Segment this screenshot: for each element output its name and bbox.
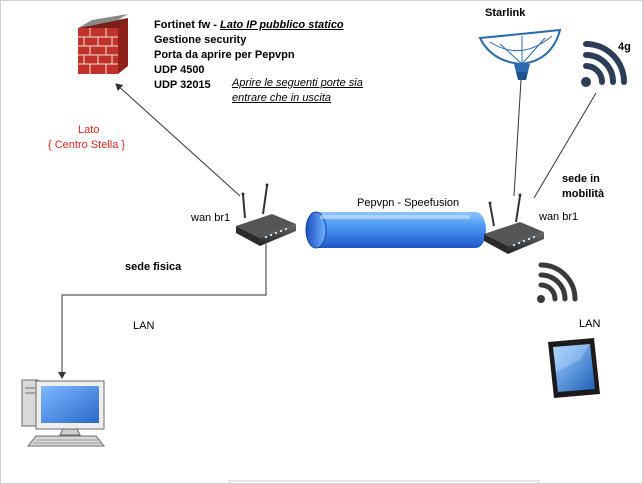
firewall-title-separator: - — [210, 19, 220, 31]
ports-note-line-2: entrare che in uscita — [232, 92, 332, 104]
firewall-name: Fortinet fw — [154, 19, 211, 31]
hub-label-line-1: Lato — [78, 124, 100, 136]
firewall-title: Fortinet fw - Lato IP pubblico statico — [154, 19, 344, 31]
cellular-label: 4g — [618, 41, 631, 53]
firewall-ip-note: Lato IP pubblico statico — [220, 19, 344, 31]
right-lan-label: LAN — [579, 318, 601, 330]
right-router-icon — [484, 193, 544, 254]
ports-note-line-1: Aprire le seguenti porte sia — [232, 77, 363, 89]
left-router-icon — [236, 183, 296, 246]
hub-label-line-2: { Centro Stella } — [48, 139, 126, 151]
tunnel-label: Pepvpn - Speefusion — [357, 197, 460, 209]
tablet-icon — [548, 338, 600, 398]
cellular-4g-icon — [581, 41, 627, 87]
wifi-icon — [537, 262, 578, 303]
firewall-icon — [78, 14, 128, 74]
desktop-computer-icon — [21, 379, 106, 447]
right-wan-label: wan br1 — [539, 211, 579, 223]
left-site-name: sede fisica — [125, 261, 182, 273]
router-to-lan-line — [58, 244, 267, 379]
left-wan-label: wan br1 — [191, 212, 231, 224]
firewall-line-1: Gestione security — [154, 34, 247, 46]
cellular-to-router-line — [533, 92, 597, 199]
firewall-line-2: Porta da aprire per Pepvpn — [154, 49, 295, 61]
starlink-to-router-line — [513, 79, 522, 197]
vpn-tunnel — [305, 211, 486, 249]
starlink-label: Starlink — [485, 7, 526, 19]
right-site-name-line-1: sede in — [562, 173, 600, 185]
firewall-line-4: UDP 32015 — [154, 79, 211, 91]
router-to-firewall-arrow — [115, 83, 241, 197]
right-site-name-line-2: mobilità — [562, 188, 605, 200]
left-lan-label: LAN — [133, 320, 155, 332]
firewall-line-3: UDP 4500 — [154, 64, 205, 76]
starlink-dish-icon — [478, 28, 562, 80]
